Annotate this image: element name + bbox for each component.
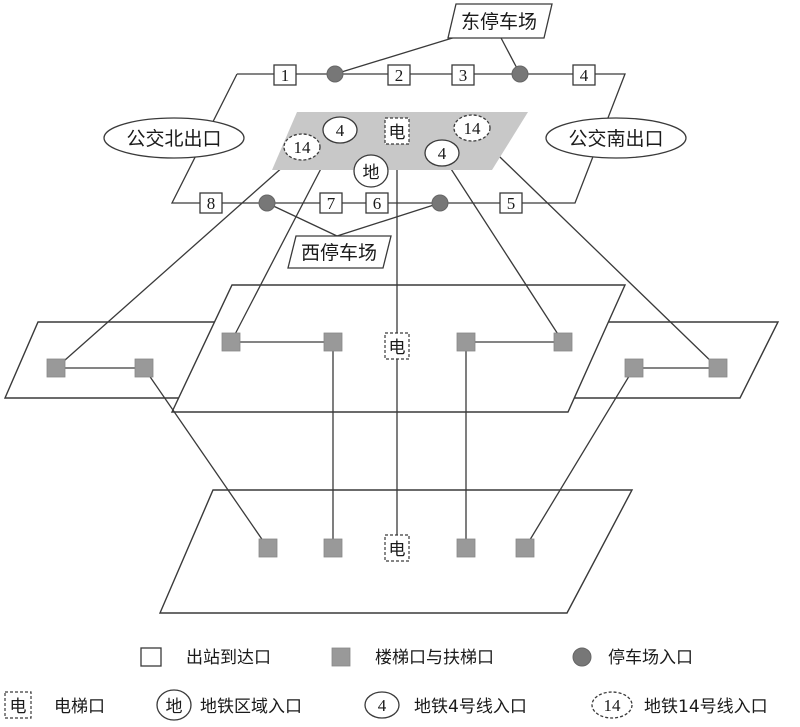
bus-south-exit-label: 公交南出口 xyxy=(568,128,663,150)
bus-south-exit xyxy=(545,117,687,159)
stair-mid-right-1 xyxy=(456,332,476,352)
elevator-middle-label: 电 xyxy=(389,338,406,358)
line14-entrance-left-label: 14 xyxy=(294,138,312,157)
bus-north-exit-label: 公交北出口 xyxy=(126,128,221,150)
exit-4-label: 4 xyxy=(580,66,589,85)
legend-line4-label: 地铁4号线入口 xyxy=(414,697,527,717)
elevator-middle xyxy=(384,332,410,360)
stair-mid-left-wing-2 xyxy=(134,358,154,378)
stair-low-3 xyxy=(456,538,476,558)
elevator-top-label: 电 xyxy=(389,123,406,143)
west-parking-label: 西停车场 xyxy=(301,242,377,264)
stair-mid-left-2 xyxy=(323,332,343,352)
stair-mid-right-2 xyxy=(553,332,573,352)
west-parking-box xyxy=(287,235,392,269)
stair-mid-right-wing-1 xyxy=(624,358,644,378)
line4-entrance-left xyxy=(322,116,358,144)
exit-3-label: 3 xyxy=(459,66,468,85)
exit-4 xyxy=(572,64,596,86)
exit-8 xyxy=(199,192,223,214)
legend-subway-label: 地铁区域入口 xyxy=(200,697,302,717)
elevator-lower xyxy=(384,534,410,562)
line4-entrance-right xyxy=(424,139,460,167)
stair-low-1 xyxy=(258,538,278,558)
line14-entrance-right-label: 14 xyxy=(464,119,482,138)
east-parking-label: 东停车场 xyxy=(461,11,537,33)
parking-entrance-top-1 xyxy=(326,65,344,83)
subway-zone-entrance xyxy=(353,154,389,188)
legend-elevator-icon xyxy=(4,691,32,719)
elevator-lower-label: 电 xyxy=(389,540,406,560)
stair-mid-left-wing-1 xyxy=(46,358,66,378)
parking-entrance-bottom-1 xyxy=(258,194,276,212)
line4-entrance-left-label: 4 xyxy=(336,121,345,140)
legend-elevator-label: 电梯口 xyxy=(54,697,105,717)
legend: 出站到达口 楼梯口与扶梯口 停车场入口 电 电梯口 地 地铁区域入口 4 地铁4… xyxy=(4,647,768,721)
east-parking-box xyxy=(447,3,553,39)
line14-entrance-right xyxy=(453,114,491,142)
parking-entrance-top-2 xyxy=(511,65,529,83)
legend-subway-symbol: 地 xyxy=(166,697,183,717)
exit-6-label: 6 xyxy=(373,194,382,213)
legend-subway-icon xyxy=(156,689,192,721)
stair-low-2 xyxy=(323,538,343,558)
legend-line4-icon xyxy=(364,691,400,719)
exit-6 xyxy=(365,192,389,214)
legend-line4-symbol: 4 xyxy=(378,696,387,715)
subway-zone-entrance-label: 地 xyxy=(363,163,380,183)
exit-1 xyxy=(273,64,297,86)
exit-5-label: 5 xyxy=(507,194,516,213)
exit-7-label: 7 xyxy=(327,194,336,213)
lower-level: 电 xyxy=(258,534,535,562)
line4-entrance-right-label: 4 xyxy=(438,144,447,163)
legend-line14-icon xyxy=(591,691,633,719)
elevator-top xyxy=(384,117,410,145)
legend-exit-label: 出站到达口 xyxy=(186,648,271,668)
exit-8-label: 8 xyxy=(207,194,216,213)
exit-2 xyxy=(387,64,411,86)
legend-stair-icon xyxy=(331,647,351,667)
level-connectors xyxy=(55,129,719,549)
exit-3 xyxy=(451,64,475,86)
legend-parking-icon xyxy=(572,647,592,667)
top-level: 1 2 3 4 8 7 6 5 东停车场 西停车场 公交北出口 公交南出口 xyxy=(103,3,687,269)
legend-exit-icon xyxy=(140,647,162,667)
exit-2-label: 2 xyxy=(395,66,404,85)
legend-parking-label: 停车场入口 xyxy=(608,648,693,668)
bus-north-exit xyxy=(103,117,245,159)
exit-7 xyxy=(319,192,343,214)
legend-elevator-symbol: 电 xyxy=(10,697,27,717)
legend-stair-label: 楼梯口与扶梯口 xyxy=(375,648,494,668)
legend-line14-symbol: 14 xyxy=(604,696,622,715)
line14-entrance-left xyxy=(283,133,321,161)
stair-mid-left-1 xyxy=(221,332,241,352)
parking-entrance-bottom-2 xyxy=(431,194,449,212)
exit-5 xyxy=(499,192,523,214)
exit-1-label: 1 xyxy=(281,66,290,85)
middle-level: 电 xyxy=(46,332,728,378)
legend-line14-label: 地铁14号线入口 xyxy=(644,697,768,717)
stair-mid-right-wing-2 xyxy=(708,358,728,378)
stair-low-4 xyxy=(515,538,535,558)
